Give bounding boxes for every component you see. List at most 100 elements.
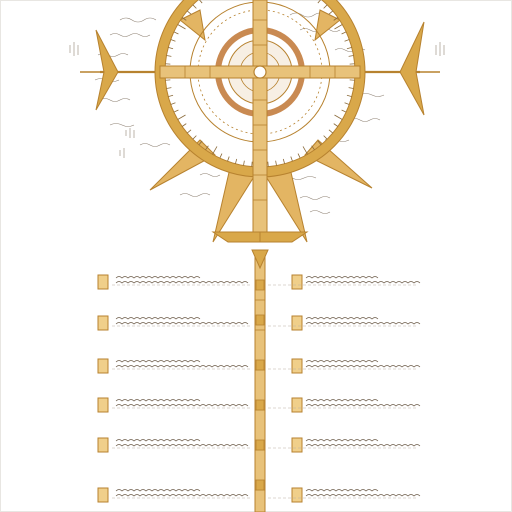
timeline-entry — [97, 274, 252, 290]
entry-scribble — [305, 322, 421, 325]
ring-tick — [344, 102, 350, 105]
timeline — [97, 249, 421, 512]
square-marker-icon — [291, 437, 303, 453]
ring-tick — [186, 129, 192, 134]
ring-tick — [177, 24, 186, 30]
ring-tick — [275, 160, 277, 166]
square-marker-icon — [97, 274, 109, 290]
entry-scribble — [115, 322, 249, 325]
entry-scribble — [115, 360, 201, 363]
timeline-entry — [268, 397, 421, 413]
entry-scribble — [115, 276, 201, 279]
entry-scribble — [115, 317, 201, 320]
ring-tick — [227, 156, 230, 162]
entry-scribble — [305, 281, 421, 284]
entry-scribble — [305, 444, 421, 447]
entry-scribble — [305, 317, 379, 320]
entry-scribble — [305, 439, 379, 442]
ring-ticks — [165, 0, 355, 167]
entry-scribble — [115, 281, 249, 284]
square-marker-icon — [291, 397, 303, 413]
entry-scribble — [115, 489, 201, 492]
ring-tick — [166, 87, 172, 89]
timeline-left-entries — [97, 274, 252, 503]
ring-tick — [311, 145, 315, 151]
timeline-entry — [97, 437, 252, 453]
arrow-head-icon — [95, 29, 119, 111]
ring-tick — [333, 17, 339, 21]
ring-tick — [334, 24, 343, 30]
ring-tick — [181, 17, 187, 21]
entry-scribble — [305, 494, 421, 497]
ring-tick — [166, 55, 172, 57]
square-marker-icon — [97, 315, 109, 331]
ring-tick — [235, 158, 238, 164]
entry-scribble — [115, 399, 201, 402]
ring-tick — [317, 140, 322, 146]
square-marker-icon — [97, 358, 109, 374]
ring-tick — [344, 39, 350, 42]
ring-tick — [323, 4, 328, 9]
ring-tick — [290, 156, 293, 162]
timeline-entry — [268, 315, 421, 331]
ring-tick — [205, 145, 209, 151]
square-marker-icon — [291, 315, 303, 331]
square-marker-icon — [291, 358, 303, 374]
entry-scribble — [305, 399, 379, 402]
timeline-entry — [268, 274, 421, 290]
ring-tick — [346, 47, 352, 50]
compass-rose-icon — [69, 0, 445, 243]
entry-scribble — [115, 404, 249, 407]
ring-tick — [282, 158, 285, 164]
timeline-entry — [97, 315, 252, 331]
ring-tick — [173, 109, 179, 113]
arrow-head-icon — [251, 249, 269, 270]
ring-tick — [192, 135, 197, 140]
ring-tick — [348, 87, 354, 89]
ring-tick — [297, 153, 301, 159]
entry-scribble — [305, 365, 421, 368]
square-marker-icon — [291, 274, 303, 290]
ring-tick — [317, 0, 321, 4]
ring-tick — [334, 114, 343, 120]
square-marker-icon — [291, 487, 303, 503]
timeline-entry — [97, 397, 252, 413]
timeline-right-entries — [268, 274, 421, 503]
entry-scribble — [305, 360, 379, 363]
ring-tick — [170, 39, 176, 42]
ring-tick — [302, 146, 308, 155]
entry-scribble — [305, 276, 379, 279]
entry-scribble — [305, 489, 379, 492]
square-marker-icon — [97, 487, 109, 503]
arrow-head-icon — [399, 21, 425, 116]
entry-scribble — [115, 439, 201, 442]
ring-tick — [173, 31, 179, 35]
timeline-entry — [268, 437, 421, 453]
entry-scribble — [115, 494, 249, 497]
entry-scribble — [305, 404, 421, 407]
ring-tick — [170, 102, 176, 105]
entry-scribble — [115, 444, 249, 447]
square-marker-icon — [97, 397, 109, 413]
ring-tick — [323, 135, 328, 140]
square-marker-icon — [97, 437, 109, 453]
ring-tick — [328, 10, 334, 15]
entry-scribble — [115, 365, 249, 368]
timeline-entry — [268, 358, 421, 374]
ring-tick — [198, 140, 203, 146]
ring-tick — [341, 31, 347, 35]
ring-tick — [346, 94, 352, 97]
ring-tick — [341, 109, 347, 113]
timeline-entry — [268, 487, 421, 503]
ring-tick — [186, 10, 192, 15]
ring-tick — [192, 4, 197, 9]
ring-tick — [177, 114, 186, 120]
vertical-bar — [252, 0, 268, 233]
ring-tick — [168, 94, 174, 97]
ring-tick — [181, 123, 187, 127]
ring-tick — [219, 153, 223, 159]
ring-tick — [199, 0, 203, 4]
center-hub — [253, 65, 267, 79]
ring-tick — [212, 146, 218, 155]
